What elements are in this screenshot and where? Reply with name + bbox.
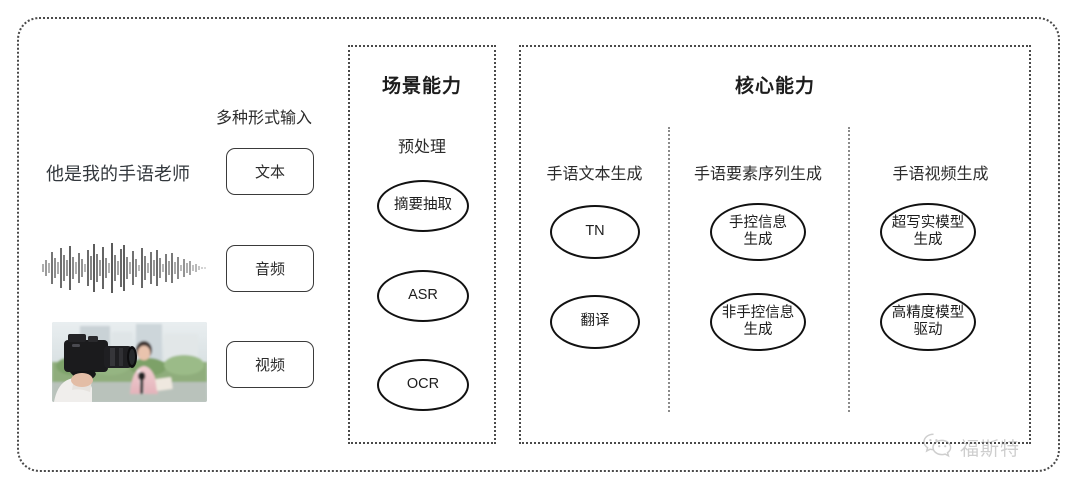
input-type-button-text[interactable]: 文本 [226, 148, 314, 195]
input-type-button-audio[interactable]: 音频 [226, 245, 314, 292]
node-translation[interactable]: 翻译 [550, 295, 640, 349]
input-section-heading: 多种形式输入 [216, 110, 313, 127]
node-asr[interactable]: ASR [377, 270, 469, 322]
core-column-label-video-generation: 手语视频生成 [892, 166, 989, 183]
input-type-button-video[interactable]: 视频 [226, 341, 314, 388]
node-hyperrealistic-model-generation[interactable]: 超写实模型 生成 [880, 203, 976, 261]
audio-waveform-icon [38, 238, 208, 298]
watermark: 福斯特 [922, 432, 1020, 463]
node-high-precision-model-driving[interactable]: 高精度模型 驱动 [880, 293, 976, 351]
scene-panel-title: 场景能力 [381, 76, 462, 97]
scene-column-label-preprocess: 预处理 [397, 139, 446, 156]
node-tn[interactable]: TN [550, 205, 640, 259]
watermark-text: 福斯特 [960, 439, 1021, 460]
node-ocr[interactable]: OCR [377, 359, 469, 411]
scene-capability-panel: 场景能力 预处理 摘要抽取 ASR OCR [348, 45, 496, 444]
core-column-label-element-sequence: 手语要素序列生成 [693, 166, 822, 183]
core-panel-title: 核心能力 [734, 76, 815, 97]
core-column-label-text-generation: 手语文本生成 [546, 166, 643, 183]
core-panel-divider-2 [848, 127, 850, 412]
node-non-manual-signal-generation[interactable]: 非手控信息 生成 [710, 293, 806, 351]
core-panel-divider-1 [668, 127, 670, 412]
diagram-outer-frame [17, 17, 1060, 472]
node-summary-extraction[interactable]: 摘要抽取 [377, 180, 469, 232]
video-thumbnail [52, 322, 207, 402]
sample-text-value: 他是我的手语老师 [46, 164, 190, 184]
core-capability-panel: 核心能力 手语文本生成 TN 翻译 手语要素序列生成 手控信息 生成 非手控信息… [519, 45, 1031, 444]
wechat-bubbles-icon [922, 432, 954, 463]
node-manual-signal-generation[interactable]: 手控信息 生成 [710, 203, 806, 261]
